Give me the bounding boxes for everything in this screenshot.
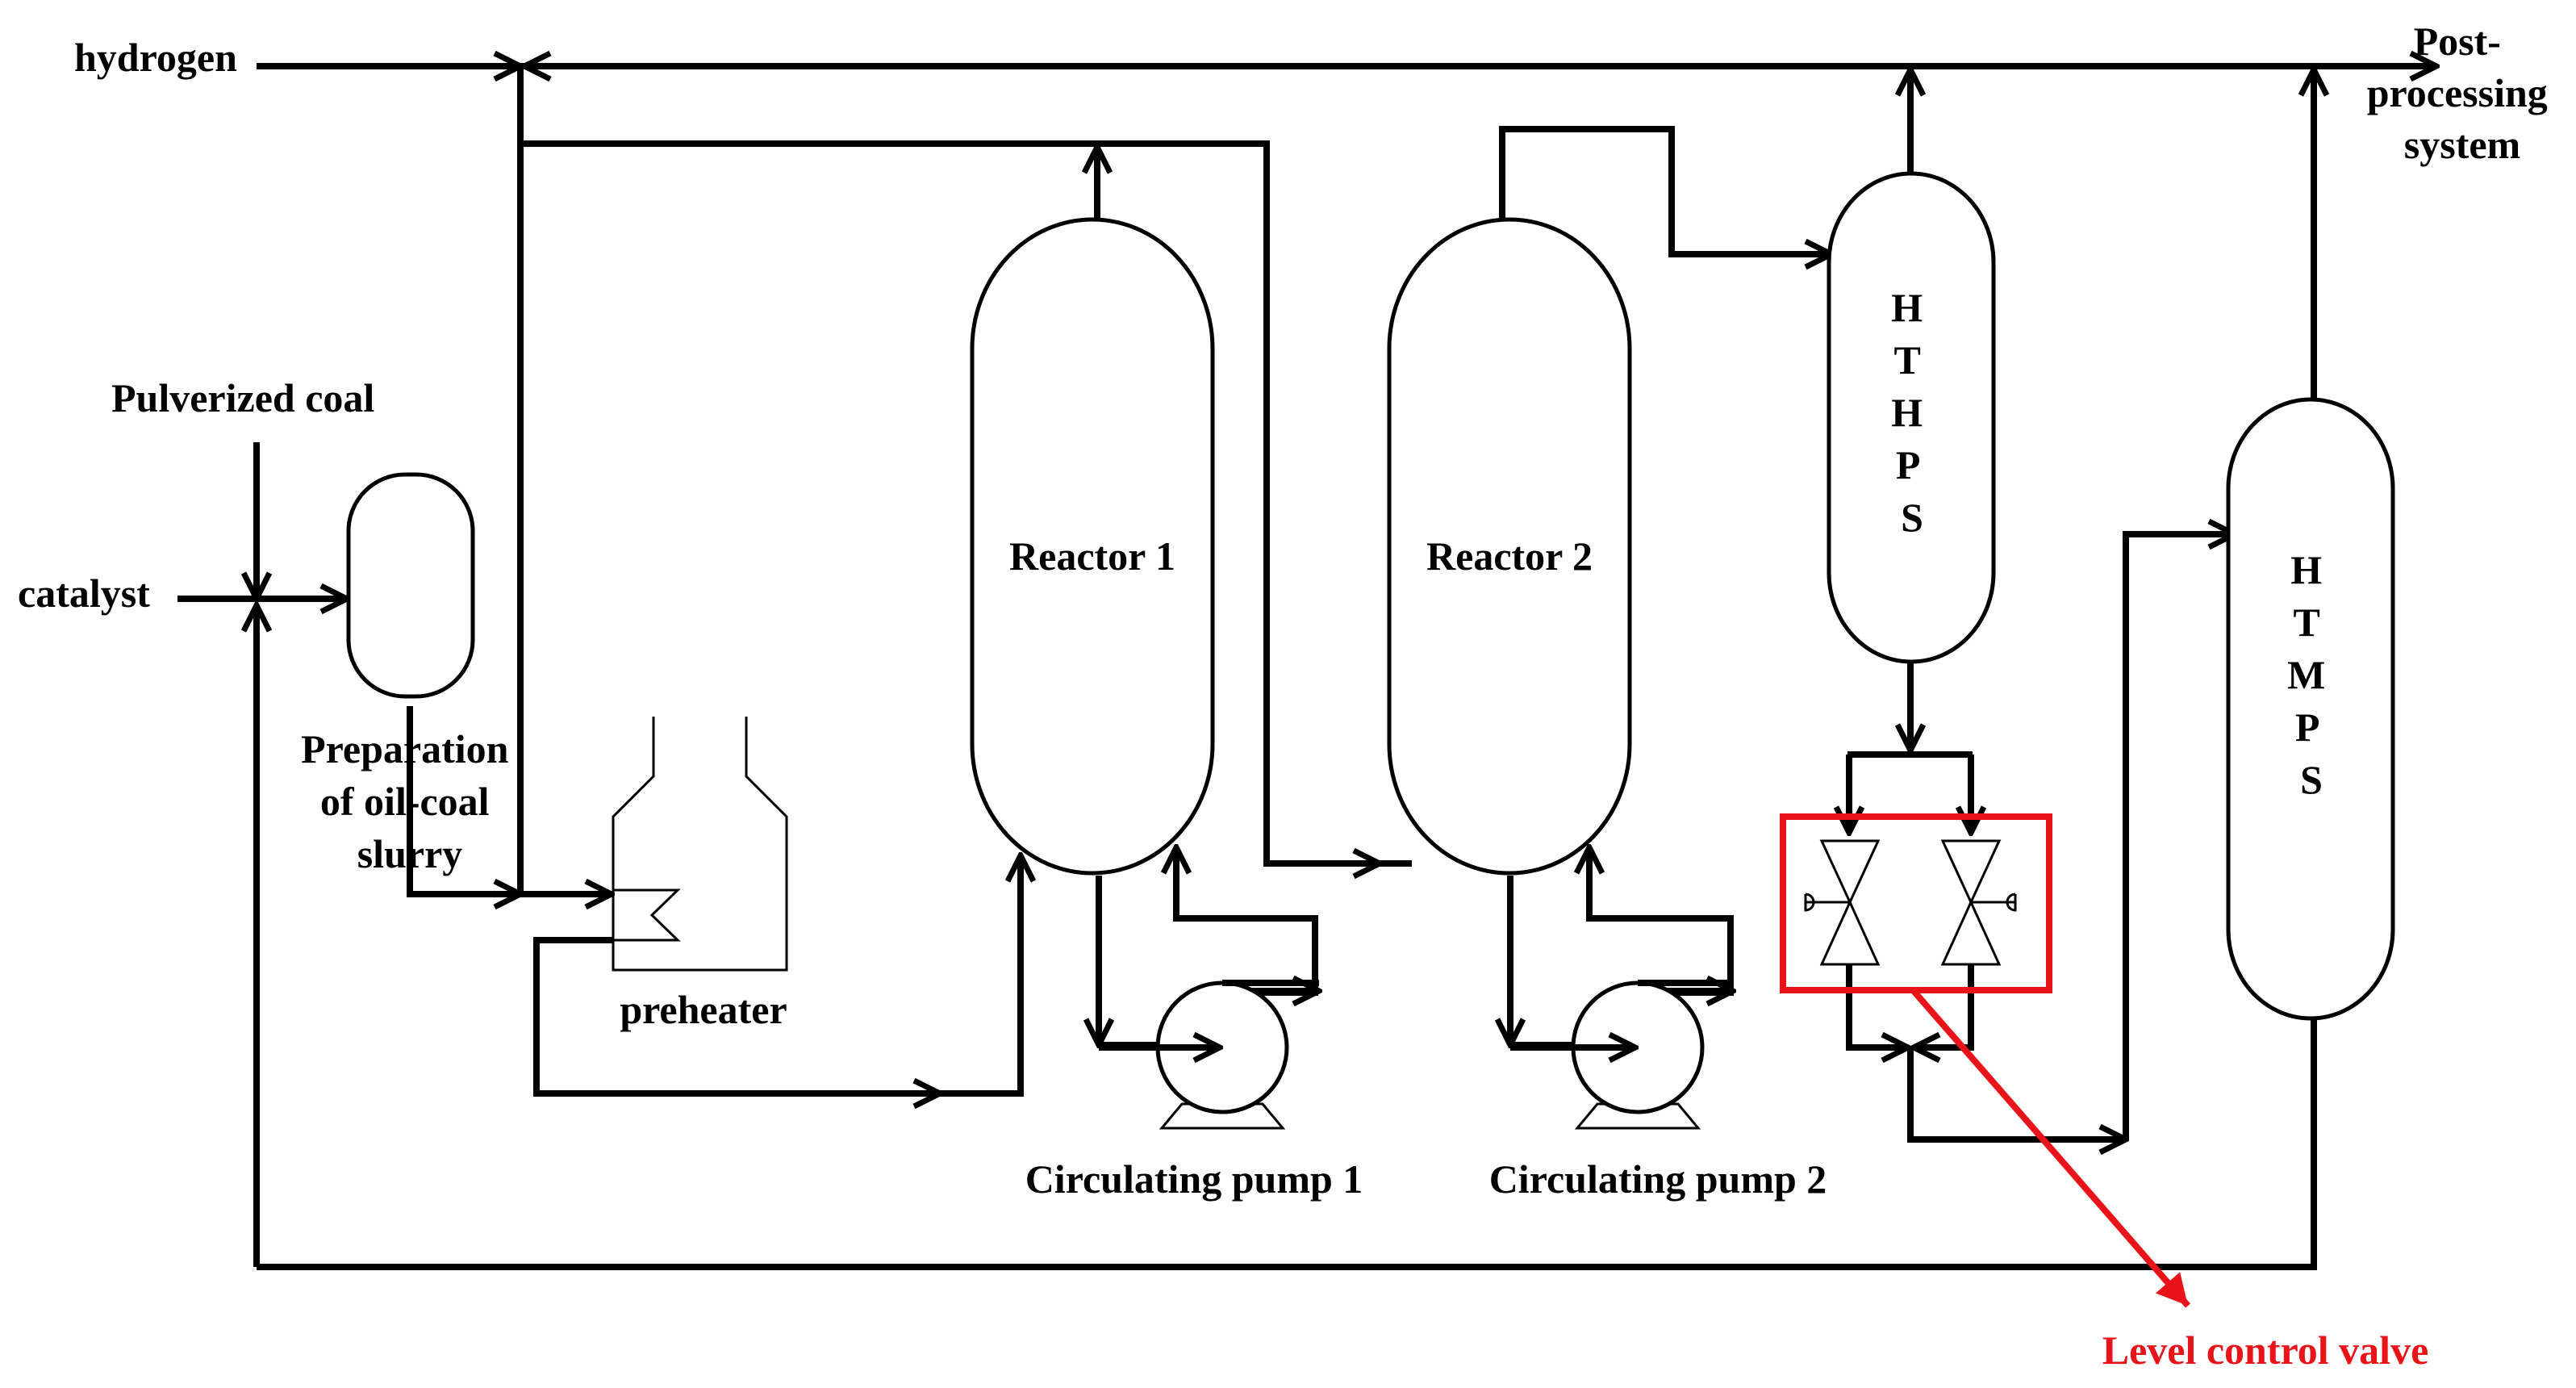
slurry-preparation-tank bbox=[346, 472, 475, 699]
preheater bbox=[612, 717, 788, 972]
preheater-to-reactor1 bbox=[533, 855, 1021, 1093]
label-hydrogen: hydrogen bbox=[74, 35, 237, 80]
reactor-1 bbox=[970, 217, 1215, 876]
label-post-processing: Post- processing system bbox=[2367, 19, 2558, 167]
feed-lines bbox=[177, 442, 347, 1267]
htmps-separator bbox=[2226, 397, 2395, 1021]
label-htmps: H T M P S bbox=[2287, 547, 2336, 802]
label-level-control-valve: Level control valve bbox=[2102, 1327, 2429, 1373]
htmps-lines bbox=[257, 69, 2314, 1270]
label-pulverized-coal: Pulverized coal bbox=[111, 375, 374, 420]
slurry-line bbox=[407, 706, 612, 894]
hthps-separator bbox=[1827, 171, 1996, 664]
label-circulating-pump-1: Circulating pump 1 bbox=[1025, 1156, 1363, 1202]
label-catalyst: catalyst bbox=[18, 571, 150, 616]
valve-callout-arrow bbox=[1910, 989, 2191, 1308]
label-preheater: preheater bbox=[620, 987, 787, 1032]
level-control-valve-right bbox=[1940, 839, 2017, 966]
hydrogen-branch bbox=[517, 66, 1412, 894]
label-reactor-2: Reactor 2 bbox=[1426, 533, 1593, 579]
label-hthps: H T H P S bbox=[1891, 285, 1932, 540]
circulating-pump-1 bbox=[1099, 980, 1319, 1130]
circulating-pump-2 bbox=[1510, 980, 1733, 1130]
label-slurry-preparation: Preparation of oil-coal slurry bbox=[301, 726, 519, 876]
level-control-valve-left bbox=[1804, 839, 1881, 966]
reactor-2 bbox=[1387, 217, 1632, 876]
label-circulating-pump-2: Circulating pump 2 bbox=[1489, 1156, 1827, 1202]
label-reactor-1: Reactor 1 bbox=[1009, 533, 1175, 579]
reactor2-to-hthps bbox=[1499, 126, 1831, 254]
